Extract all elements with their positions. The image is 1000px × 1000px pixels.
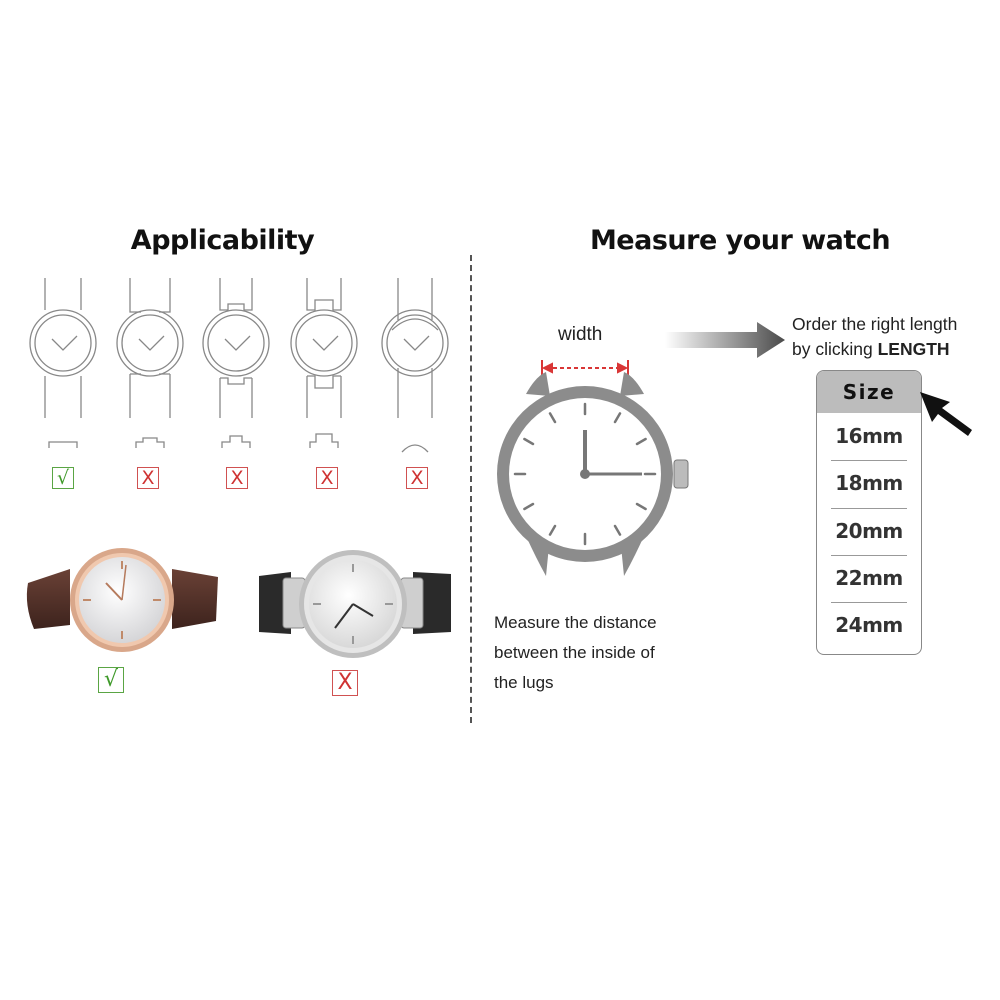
photo-1-check-icon: √ (98, 667, 124, 693)
order-line-2: by clicking LENGTH (792, 339, 950, 360)
size-option-16mm[interactable]: 16mm (835, 424, 903, 448)
strap-type-4-cross-icon: X (316, 467, 338, 489)
order-line-2-prefix: by clicking (792, 339, 878, 359)
section-divider (470, 255, 472, 723)
measure-note-line-3: the lugs (494, 673, 554, 692)
width-label: width (558, 324, 603, 345)
arrow-icon (665, 322, 785, 358)
measure-note-line-1: Measure the distance (494, 613, 657, 632)
photo-2-cross-icon: X (332, 670, 358, 696)
watch-outline-curved-end-icon (381, 278, 449, 453)
size-header: Size (817, 371, 921, 413)
size-option-22mm[interactable]: 22mm (817, 554, 921, 602)
size-option-24mm[interactable]: 24mm (817, 602, 921, 649)
measure-title: Measure your watch (589, 225, 891, 256)
watch-outline-medium-notch-icon (202, 278, 270, 448)
measure-note-line-2: between the inside of (494, 643, 655, 662)
size-option-18mm[interactable]: 18mm (817, 460, 921, 507)
silver-watch-image (259, 550, 451, 658)
size-selector: Size 16mm 18mm 20mm 22mm 24mm (816, 370, 922, 655)
watch-outline-deep-notch-icon (290, 278, 358, 448)
strap-type-2-cross-icon: X (137, 467, 159, 489)
strap-type-1-check-icon: √ (52, 467, 74, 489)
pointer-arrow-icon (920, 392, 972, 436)
order-length-keyword: LENGTH (877, 339, 950, 359)
order-line-1: Order the right length (792, 314, 958, 334)
applicability-title: Applicability (130, 225, 315, 256)
strap-type-5-cross-icon: X (406, 467, 428, 489)
rose-gold-watch-image (26, 548, 218, 652)
watch-outline-small-notch-icon (116, 278, 184, 448)
strap-type-3-cross-icon: X (226, 467, 248, 489)
watch-measure-diagram (497, 360, 689, 576)
size-option-20mm[interactable]: 20mm (817, 507, 921, 555)
watch-outline-straight-strap-icon (29, 278, 97, 448)
strap-attachment-diagrams (29, 278, 449, 453)
